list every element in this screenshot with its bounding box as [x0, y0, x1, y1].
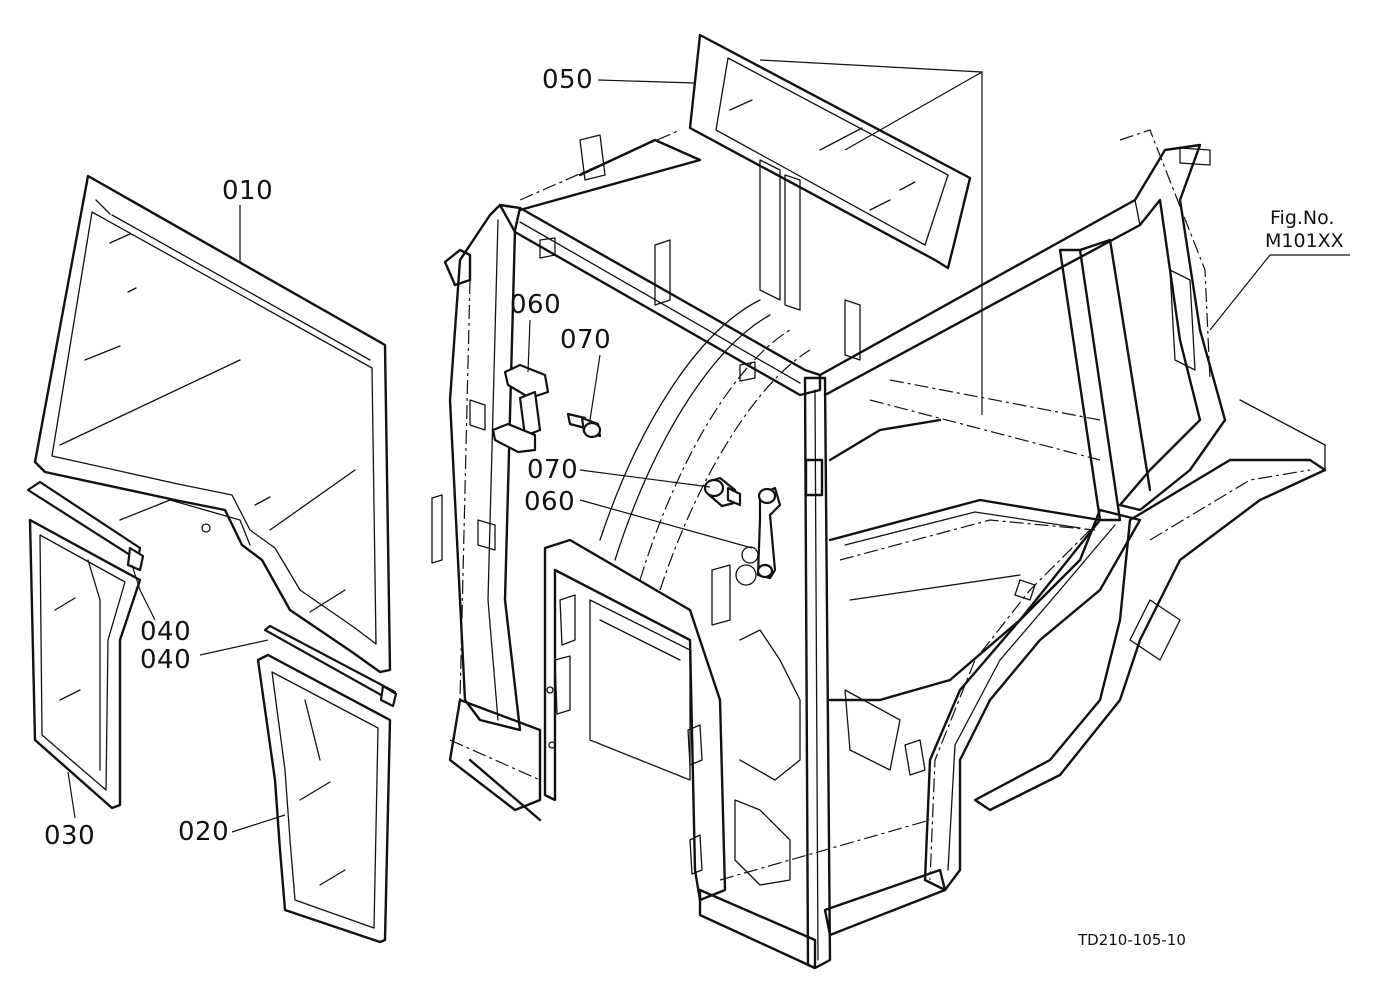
drawing-code: TD210-105-10 [1078, 931, 1186, 949]
bolt-070-upper [566, 412, 602, 439]
fig-ref-title: Fig.No. [1270, 207, 1335, 229]
fig-ref-number: M101XX [1265, 230, 1344, 252]
grab-handle-060-upper [491, 363, 550, 454]
part-label-060-upper: 060 [510, 290, 562, 320]
part-label-010: 010 [222, 176, 274, 206]
bolt-070-lower [703, 476, 742, 508]
part-label-040-upper: 040 [140, 617, 192, 647]
part-label-020: 020 [178, 817, 230, 847]
part-label-030: 030 [44, 821, 96, 851]
part-label-050: 050 [542, 65, 594, 95]
part-label-070-upper: 070 [560, 325, 612, 355]
seal-strip-040-left [26, 480, 145, 572]
front-windshield-glass-010 [33, 174, 392, 674]
right-side-glass-020 [256, 653, 392, 944]
part-label-040-lower: 040 [140, 645, 192, 675]
grab-handle-060-lower [756, 486, 782, 580]
rear-glass-050 [688, 33, 972, 270]
part-label-070-lower: 070 [527, 455, 579, 485]
seal-strip-040-right [263, 624, 398, 708]
cab-frame [431, 129, 1327, 970]
part-label-060-lower: 060 [524, 487, 576, 517]
left-side-glass-030 [28, 518, 142, 810]
leader-lines [67, 59, 1350, 833]
